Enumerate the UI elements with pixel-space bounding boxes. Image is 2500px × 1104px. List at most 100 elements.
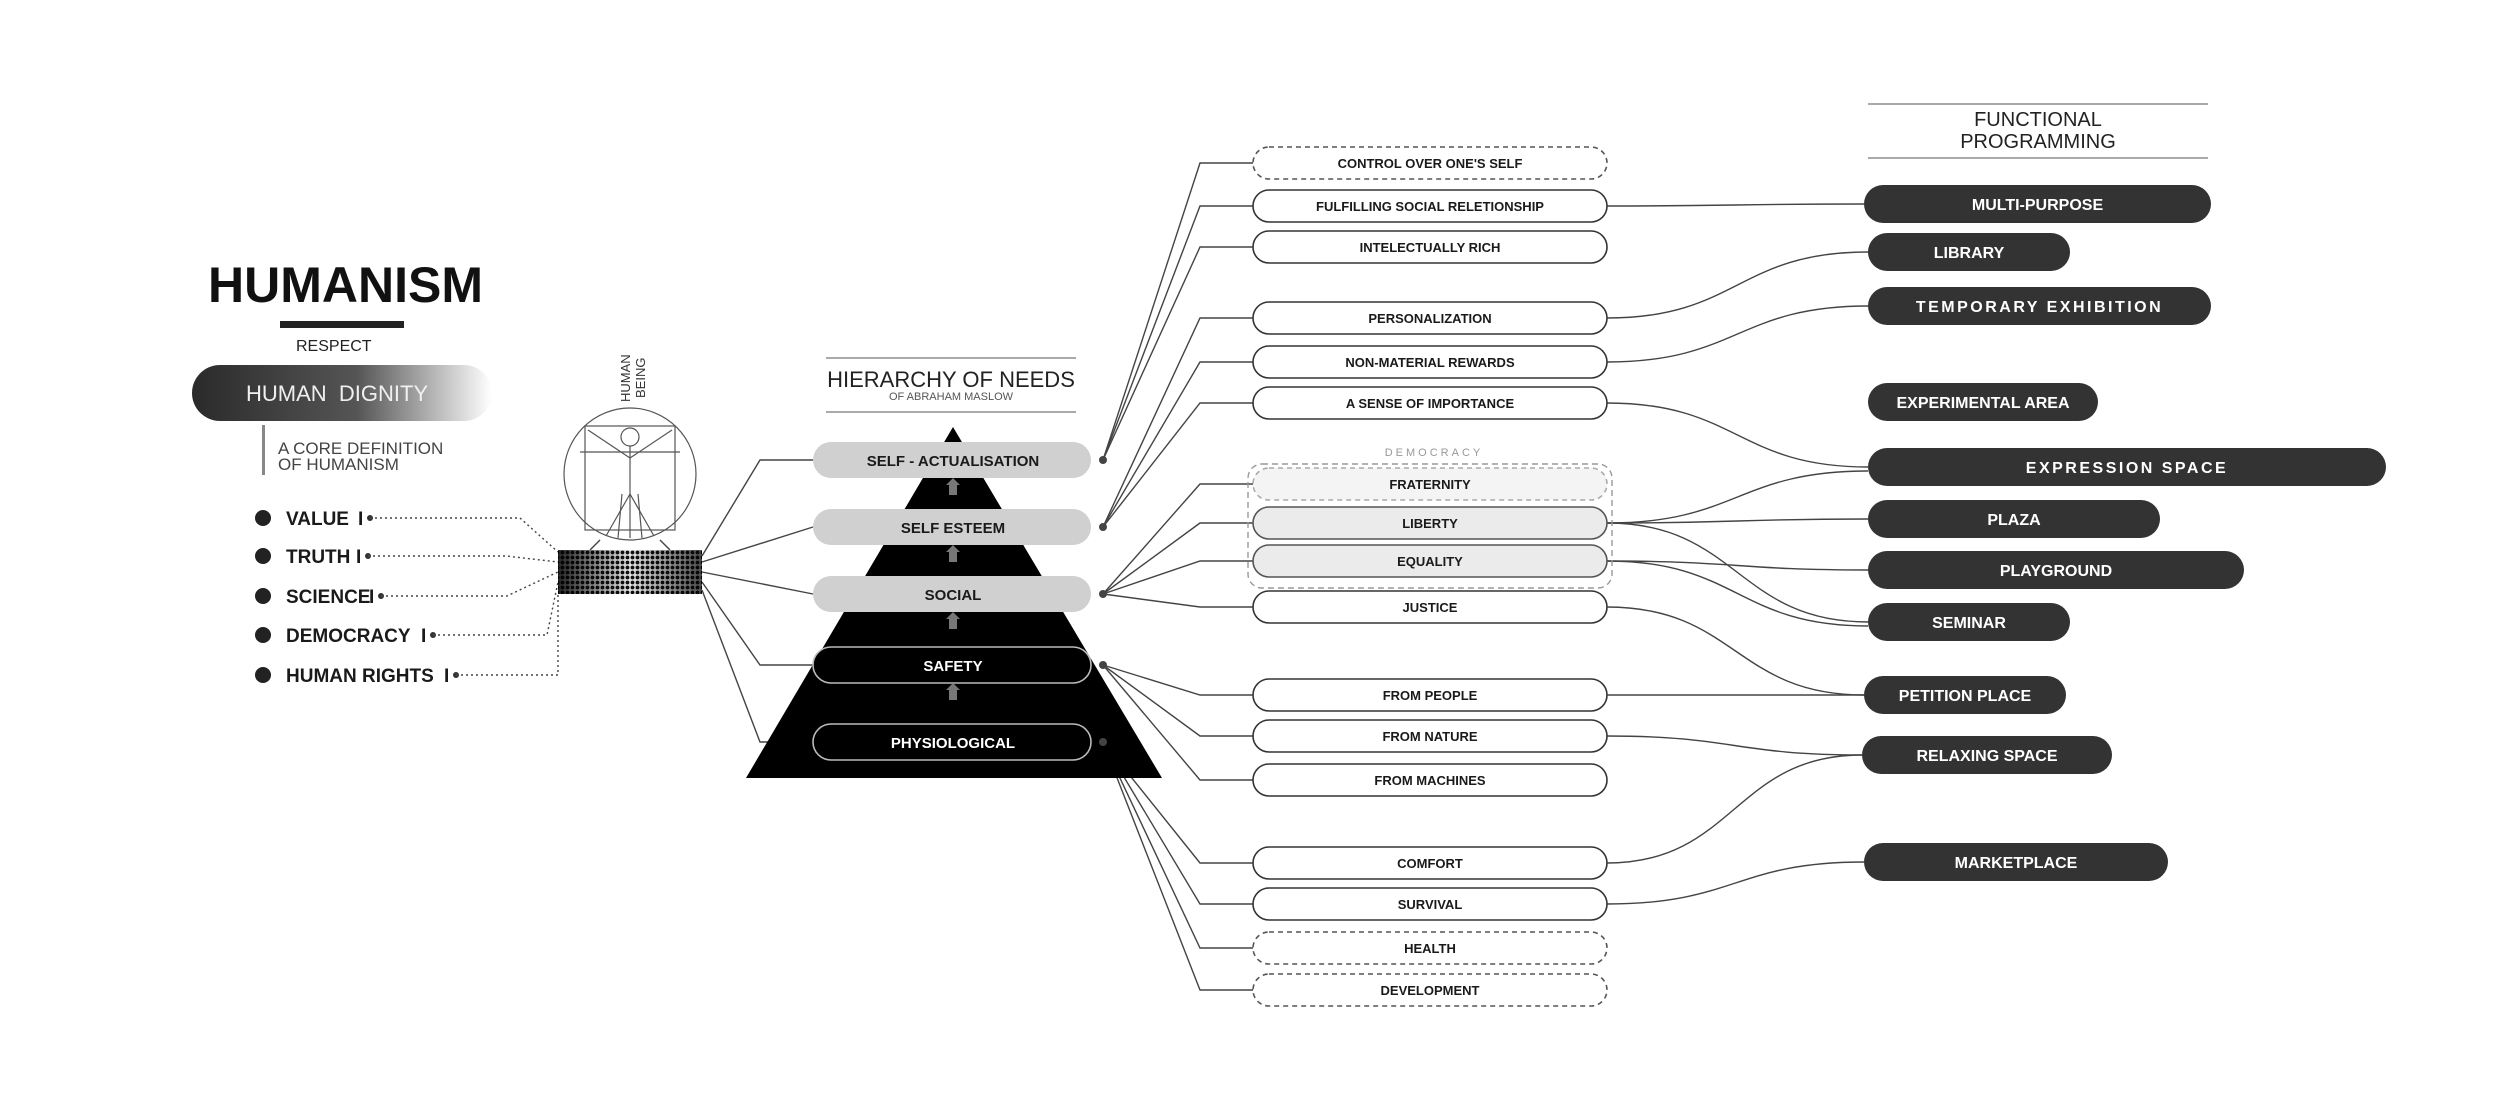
connector-line (1606, 861, 1865, 905)
need-item (1252, 590, 1608, 624)
connector-line (1102, 162, 1253, 461)
need-item (1252, 189, 1608, 223)
up-arrow-icon (946, 545, 960, 562)
need-item-label: EQUALITY (1397, 554, 1463, 569)
connector-line (1102, 741, 1253, 949)
need-item-label: COMFORT (1397, 856, 1463, 871)
value-item: DEMOCRACY (286, 626, 411, 647)
need-item (1252, 846, 1608, 880)
human-dignity-band (192, 365, 492, 421)
connector-line (1606, 522, 1869, 623)
need-item (1252, 931, 1608, 965)
need-item (1252, 146, 1608, 180)
core-definition-bar (262, 425, 265, 475)
function-pill (1868, 603, 2070, 641)
connector-line (1102, 317, 1253, 528)
need-item-label: A SENSE OF IMPORTANCE (1346, 396, 1515, 411)
value-bullet-icon (255, 548, 271, 564)
human-being-label-line2: BEING (633, 358, 648, 398)
human-being-label-line1: HUMAN (618, 354, 633, 402)
pyramid-level-label: PHYSIOLOGICAL (891, 735, 1015, 752)
connector-line (1606, 203, 1865, 207)
pyramid-level-4 (812, 646, 1092, 684)
value-mark: I (369, 587, 374, 608)
connector-line (1102, 361, 1253, 528)
value-bullet-icon (255, 667, 271, 683)
value-item: HUMAN RIGHTS (286, 666, 434, 687)
connector-line (1606, 560, 1869, 571)
function-pill (1864, 185, 2211, 223)
value-mark: I (421, 626, 426, 647)
democracy-group-frame (1247, 463, 1613, 589)
connector-line (1102, 205, 1253, 461)
hierarchy-title: HIERARCHY OF NEEDS (827, 367, 1075, 392)
connector-line (1102, 741, 1253, 905)
value-item: SCIENCE (286, 587, 370, 608)
level-connector-dot (1099, 590, 1107, 598)
pyramid-level-label: SELF - ACTUALISATION (867, 453, 1040, 470)
pyramid-level-label: SOCIAL (925, 587, 982, 604)
connector-line (1606, 305, 1869, 363)
up-arrow-icon (946, 478, 960, 495)
function-pill-label: PLAYGROUND (2000, 563, 2112, 580)
value-bullet-icon (255, 510, 271, 526)
pyramid-level-2 (813, 509, 1091, 545)
value-item: VALUE (286, 509, 349, 530)
connector-line (1606, 518, 1869, 524)
hierarchy-subtitle: OF ABRAHAM MASLOW (889, 391, 1014, 403)
democracy-label: DEMOCRACY (1385, 447, 1484, 459)
need-item-label: FROM PEOPLE (1383, 688, 1478, 703)
respect-label: RESPECT (296, 338, 372, 355)
need-item (1252, 467, 1608, 501)
need-item (1252, 678, 1608, 712)
need-item-label: FROM NATURE (1382, 729, 1477, 744)
functional-title-line2: PROGRAMMING (1960, 131, 2116, 153)
function-pill (1868, 383, 2098, 421)
connector-line (1102, 246, 1253, 461)
connector-line (1102, 483, 1253, 595)
functional-section: FUNCTIONAL PROGRAMMING MULTI-PURPOSELIBR… (1862, 103, 2386, 881)
function-pill-label: TEMPORARY EXHIBITION (1916, 299, 2163, 316)
need-item (1252, 719, 1608, 753)
connector-line (1102, 664, 1253, 737)
need-item-label: INTELECTUALLY RICH (1360, 240, 1501, 255)
connector-line (1102, 560, 1253, 595)
function-pill (1868, 500, 2160, 538)
level-connector-dot (1099, 661, 1107, 669)
connector-line (370, 517, 559, 553)
value-bullet-icon (255, 627, 271, 643)
function-pill (1868, 233, 2070, 271)
function-pill (1868, 287, 2211, 325)
need-item (1252, 345, 1608, 379)
function-pill-label: RELAXING SPACE (1916, 748, 2057, 765)
pyramid-level-label: SELF ESTEEM (901, 520, 1005, 537)
pyramid-level-3 (813, 576, 1091, 612)
connector-line (701, 581, 813, 666)
need-item (1252, 230, 1608, 264)
pyramid-section: HIERARCHY OF NEEDS OF ABRAHAM MASLOW SEL… (746, 357, 1162, 778)
function-pill-label: EXPRESSION SPACE (2026, 460, 2228, 477)
connector-line (701, 459, 813, 557)
connector-line (1102, 593, 1253, 608)
function-pill (1864, 676, 2066, 714)
connector-line (1606, 735, 1863, 756)
humanism-title: HUMANISM (208, 257, 483, 313)
connector-line (456, 592, 559, 676)
pyramid-level-5 (812, 723, 1092, 761)
function-pill (1864, 843, 2168, 881)
connector-line (659, 539, 671, 551)
connector-line (1606, 560, 1869, 627)
connector-line (1102, 664, 1253, 696)
up-arrow-icon (946, 683, 960, 700)
connector-line (381, 571, 559, 597)
function-pill (1862, 736, 2112, 774)
need-item (1252, 386, 1608, 420)
pyramid-levels: SELF - ACTUALISATION SELF ESTEEM SOCIAL SAF… (812, 442, 1107, 761)
connector-line (1102, 741, 1253, 864)
pyramid-level-label: SAFETY (923, 658, 982, 675)
connector-line (1606, 606, 1865, 696)
need-item (1252, 506, 1608, 540)
functional-title-line1: FUNCTIONAL (1974, 109, 2102, 131)
